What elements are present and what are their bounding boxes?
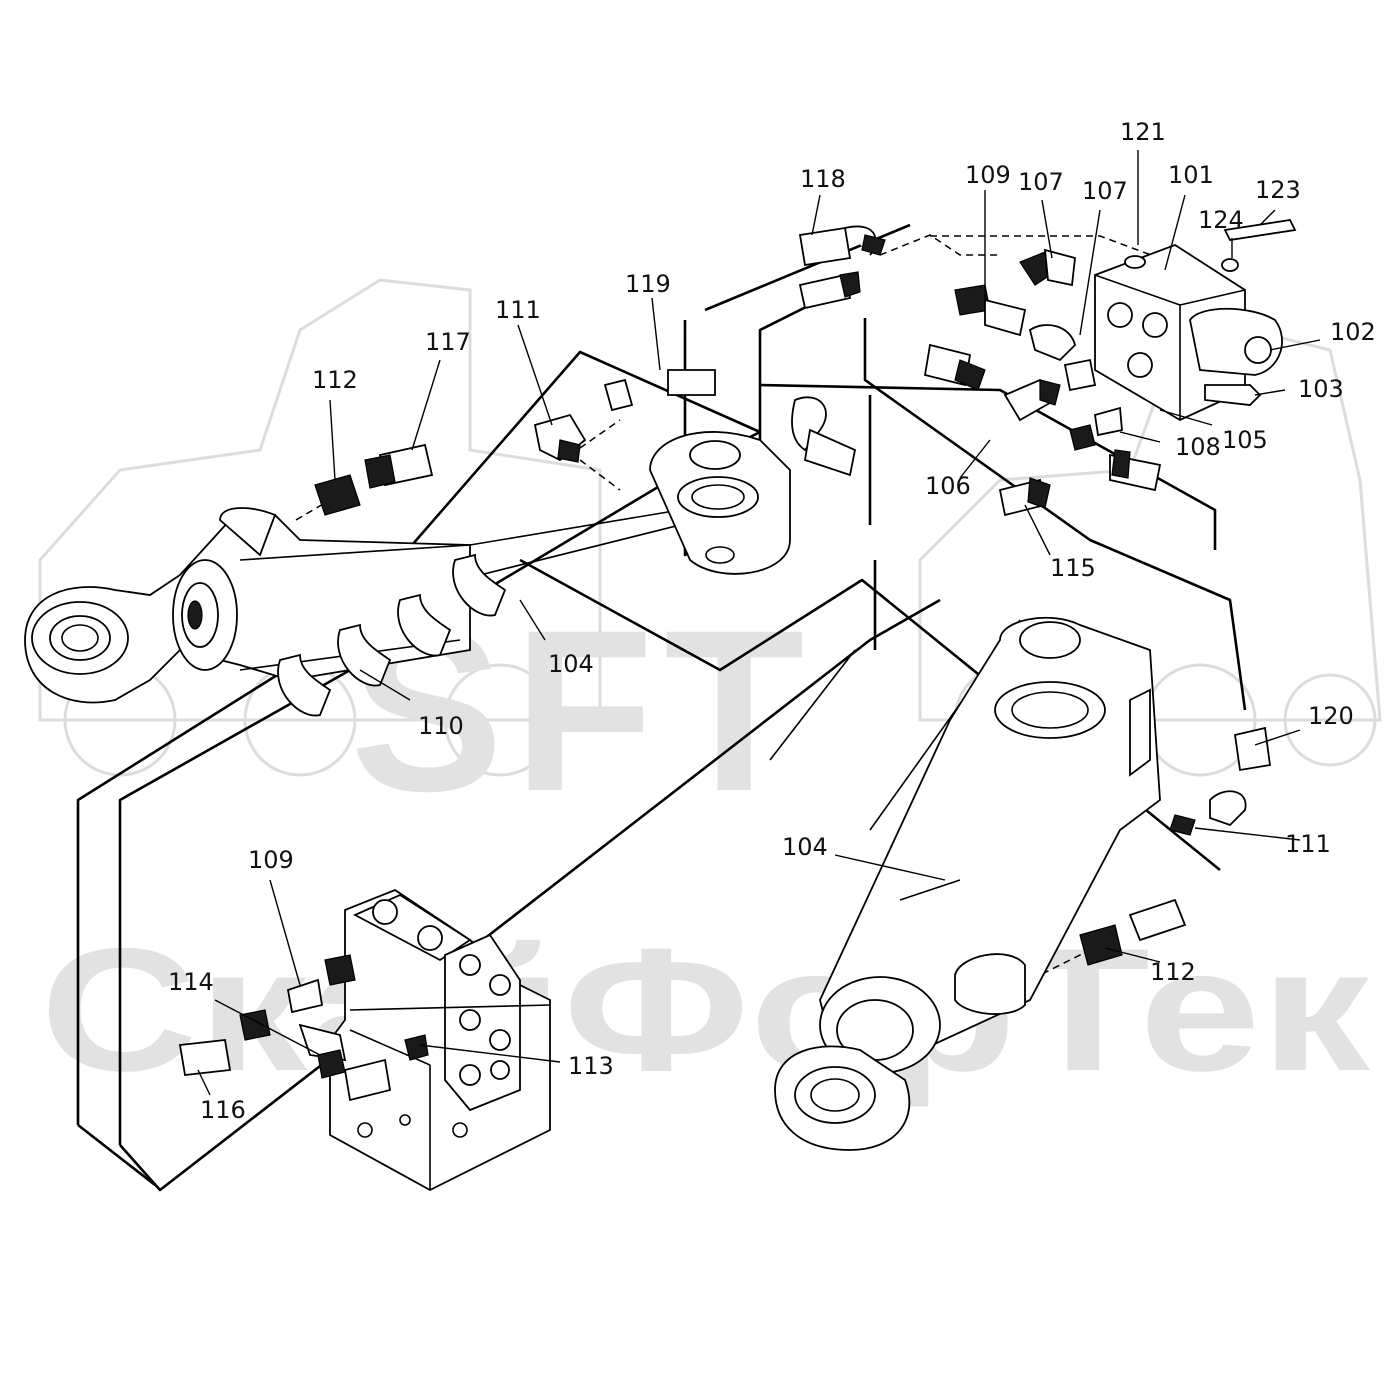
callout-113: 113 [568, 1052, 614, 1080]
callout-120: 120 [1308, 702, 1354, 730]
fittings [314, 219, 1297, 966]
callout-102: 102 [1330, 318, 1376, 346]
callout-111-right: 111 [1285, 830, 1331, 858]
callout-labels: 121 101 123 124 118 109 107 107 119 111 … [168, 118, 1376, 1124]
control-valve-block [178, 888, 551, 1192]
callout-101: 101 [1168, 161, 1214, 189]
callout-103: 103 [1298, 375, 1344, 403]
callout-112-top: 112 [312, 366, 358, 394]
callout-104-bottom: 104 [782, 833, 828, 861]
watermark-brand: СкайФорТек [40, 913, 1371, 1108]
callout-118: 118 [800, 165, 846, 193]
callout-110: 110 [418, 712, 464, 740]
callout-112-right: 112 [1150, 958, 1196, 986]
valve-block [1094, 243, 1283, 422]
callout-124: 124 [1198, 206, 1244, 234]
leader-lines [197, 150, 1321, 1096]
callout-105: 105 [1222, 426, 1268, 454]
callout-121: 121 [1120, 118, 1166, 146]
callout-107-a: 107 [1018, 168, 1064, 196]
hose-clamps [277, 553, 507, 717]
callout-104-top: 104 [548, 650, 594, 678]
callout-115: 115 [1050, 554, 1096, 582]
callout-109-top: 109 [965, 161, 1011, 189]
callout-109-bottom: 109 [248, 846, 294, 874]
callout-123: 123 [1255, 176, 1301, 204]
callout-117: 117 [425, 328, 471, 356]
callout-114: 114 [168, 968, 214, 996]
callout-106: 106 [925, 472, 971, 500]
callout-111-top: 111 [495, 296, 541, 324]
callout-116: 116 [200, 1096, 246, 1124]
right-cylinder [774, 616, 1161, 1151]
callout-108: 108 [1175, 433, 1221, 461]
callout-107-b: 107 [1082, 177, 1128, 205]
callout-119: 119 [625, 270, 671, 298]
pivot-bracket [649, 431, 791, 575]
